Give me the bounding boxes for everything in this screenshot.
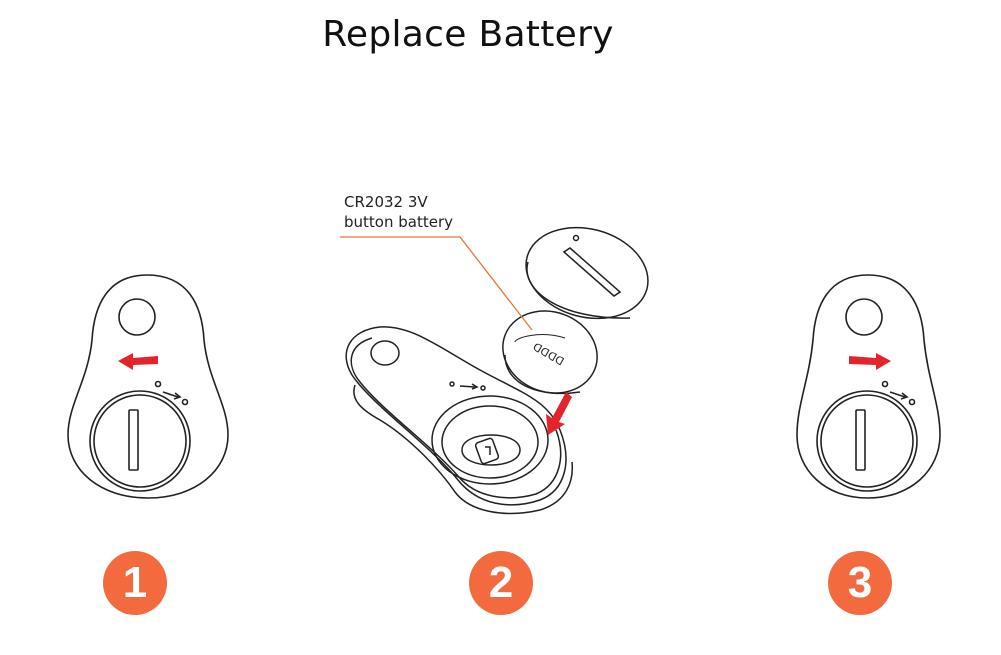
svg-text:ᗡᗡᗡᗡ: ᗡᗡᗡᗡ	[531, 340, 567, 368]
callout-line-2: button battery	[344, 213, 453, 231]
page-title: Replace Battery	[322, 14, 614, 55]
step-3-tracker-icon	[796, 274, 941, 499]
step-1-tracker-icon	[67, 274, 229, 499]
step-1-arrow-icon	[118, 353, 158, 370]
callout-line-1: CR2032 3V	[344, 193, 428, 211]
step-badge-2: 2	[469, 551, 533, 615]
step-badge-3: 3	[828, 551, 892, 615]
step-2-arrow-icon	[546, 392, 572, 435]
step-badge-1: 1	[103, 551, 167, 615]
step-3-arrow-icon	[849, 353, 891, 370]
step-2-tracker-exploded-icon: ᗡᗡᗡᗡ	[345, 226, 649, 515]
battery-callout-label: CR2032 3V button battery	[344, 192, 453, 232]
callout-leader-line	[340, 236, 533, 331]
